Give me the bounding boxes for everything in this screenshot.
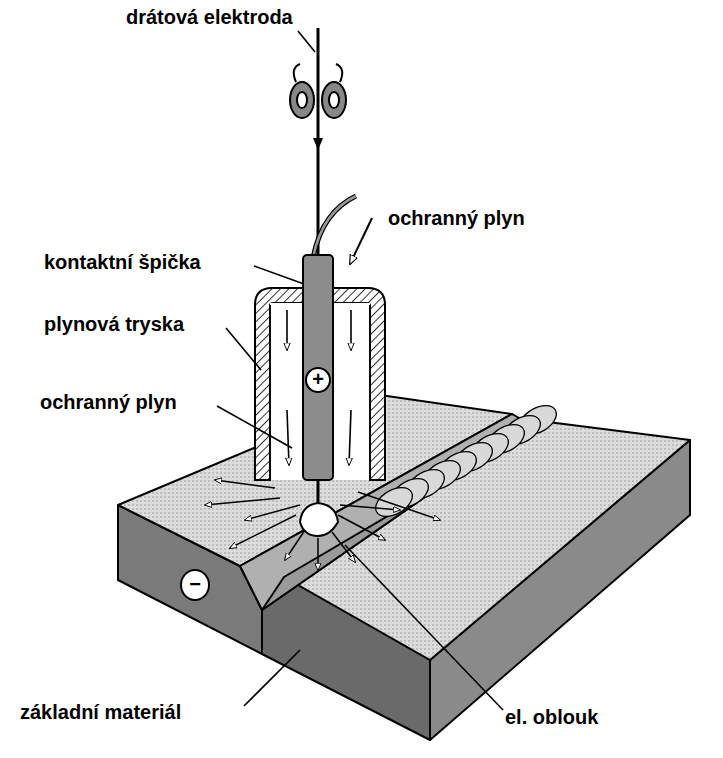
part-label: základní materiál [20,700,181,724]
polarity-sign: − [185,574,205,594]
part-label: plynová tryska [44,312,184,336]
minus-terminal [181,570,209,600]
leader-lines [217,31,503,710]
part-label: kontaktní špička [44,250,201,274]
base-material [118,395,690,740]
part-label: ochranný plyn [388,206,525,230]
gas-spread [205,480,440,570]
weld-bead [371,400,562,523]
plus-terminal [306,368,330,392]
polarity-sign: + [308,369,328,389]
contact-tip [303,255,333,480]
part-label: ochranný plyn [40,390,177,414]
arc [300,503,338,536]
part-label: el. oblouk [505,705,598,729]
feed-rollers [290,64,346,118]
gas-hose [313,196,356,258]
gas-flow [287,310,351,465]
part-label: drátová elektroda [126,5,293,29]
